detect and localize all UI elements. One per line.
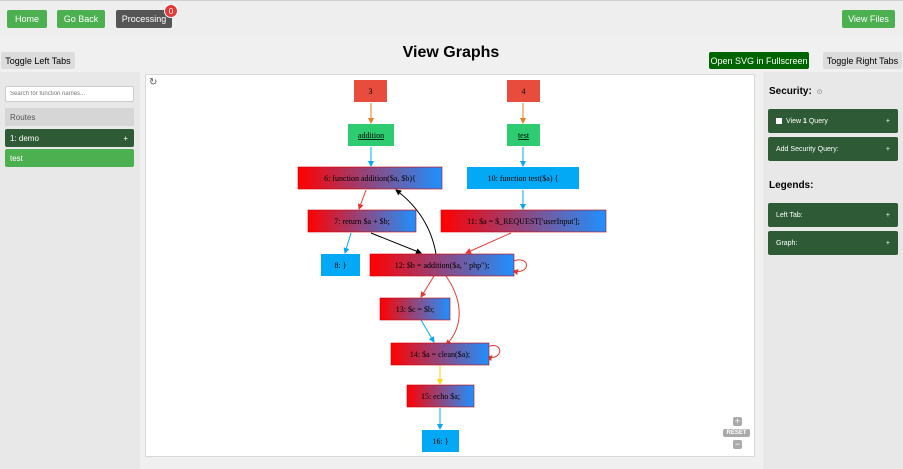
node-label: 11: $a = $_REQUEST['userInput']; [467, 217, 580, 226]
refresh-icon[interactable]: ↻ [149, 77, 158, 88]
expand-plus-icon[interactable]: + [123, 133, 128, 143]
view-query-label: View 1 Query [776, 118, 828, 125]
view-files-button[interactable]: View Files [842, 10, 895, 28]
route-item-label: 1: demo [10, 133, 39, 143]
graph-node-13[interactable]: 13: $c = $b; [379, 297, 451, 321]
graph-canvas[interactable]: ↻ [145, 74, 755, 457]
route-item-demo[interactable]: 1: demo + [5, 129, 134, 147]
graph-node-16[interactable]: 16: } [422, 430, 459, 452]
home-button[interactable]: Home [7, 10, 47, 28]
zoom-reset-button[interactable]: RESET [723, 429, 750, 437]
go-back-button[interactable]: Go Back [57, 10, 105, 28]
toggle-right-tabs-button[interactable]: Toggle Right Tabs [823, 52, 902, 69]
graph-node-6[interactable]: 6: function addition($a, $b){ [297, 166, 443, 190]
left-panel: Routes 1: demo + test [0, 72, 140, 469]
graph-node-4[interactable]: 4 [507, 80, 540, 102]
processing-button[interactable]: Processing 0 [116, 4, 178, 28]
legend-graph-label: Graph: [776, 239, 798, 247]
expand-plus-icon[interactable]: + [885, 211, 890, 219]
edge [343, 232, 352, 254]
security-title: Security: ⊙ [769, 86, 822, 97]
edge [486, 345, 501, 362]
legends-title: Legends: [769, 180, 814, 191]
expand-plus-icon[interactable]: + [885, 239, 890, 247]
graph-node-test[interactable]: test [507, 124, 540, 146]
node-label: 10: function test($a) { [488, 174, 559, 183]
legend-left-tab-label: Left Tab: [776, 211, 803, 219]
graph-edges [343, 103, 527, 430]
edge [395, 189, 437, 255]
processing-count-badge: 0 [164, 4, 178, 18]
node-label: 3 [369, 87, 373, 96]
top-bar: Home Go Back Processing 0 View Files [0, 0, 903, 36]
add-security-query-label: Add Security Query: [776, 145, 839, 153]
edge [370, 232, 422, 254]
node-label: test [518, 131, 530, 140]
edge [420, 275, 435, 298]
edge [512, 259, 527, 276]
page-title: View Graphs [402, 44, 500, 61]
graph-node-11[interactable]: 11: $a = $_REQUEST['userInput']; [440, 209, 607, 233]
node-label: 6: function addition($a, $b){ [324, 174, 416, 183]
graph-node-7[interactable]: 7: return $a + $b; [307, 209, 417, 233]
view-query-item[interactable]: View 1 Query + [768, 109, 898, 133]
open-svg-fullscreen-button[interactable]: Open SVG in Fullscreen [709, 52, 809, 69]
node-label: 14: $a = clean($a); [410, 350, 470, 359]
node-label: 15: echo $a; [421, 392, 460, 401]
checkbox-icon[interactable] [776, 117, 782, 124]
node-label: 8: } [334, 261, 346, 270]
edge [445, 275, 460, 346]
route-item-test[interactable]: test [5, 149, 134, 167]
edge [420, 319, 435, 343]
processing-label: Processing [121, 14, 167, 24]
node-label: 12: $b = addition($a, " php"); [395, 261, 490, 270]
view-text: View [786, 117, 803, 125]
node-label: 4 [522, 87, 526, 96]
graph-node-10[interactable]: 10: function test($a) { [467, 167, 579, 189]
graph-node-8[interactable]: 8: } [321, 254, 360, 276]
zoom-in-button[interactable]: + [733, 416, 742, 426]
graph-node-addition[interactable]: addition [348, 124, 394, 146]
query-count: 1 [803, 117, 807, 125]
security-title-text: Security: [769, 86, 812, 97]
expand-plus-icon[interactable]: + [885, 117, 890, 125]
legend-left-tab-item[interactable]: Left Tab: + [768, 203, 898, 227]
graph-svg: 3 4 addition test 6: function addition($… [297, 80, 607, 452]
graph-node-12[interactable]: 12: $b = addition($a, " php"); [369, 253, 515, 277]
graph-node-3[interactable]: 3 [354, 80, 387, 102]
query-text: Query [806, 117, 828, 125]
node-label: addition [358, 131, 384, 140]
info-icon[interactable]: ⊙ [816, 89, 823, 96]
function-search-input[interactable] [5, 86, 134, 102]
zoom-out-button[interactable]: − [733, 439, 742, 449]
expand-plus-icon[interactable]: + [885, 145, 890, 153]
add-security-query-item[interactable]: Add Security Query: + [768, 137, 898, 161]
edge [357, 189, 367, 210]
node-label: 13: $c = $b; [396, 305, 435, 314]
node-label: 7: return $a + $b; [334, 217, 390, 226]
graph-node-15[interactable]: 15: echo $a; [406, 384, 475, 408]
route-item-label: test [10, 153, 23, 163]
edge [465, 232, 512, 254]
right-panel: Security: ⊙ View 1 Query + Add Security … [763, 72, 903, 469]
routes-header[interactable]: Routes [5, 108, 134, 126]
toggle-left-tabs-button[interactable]: Toggle Left Tabs [1, 52, 75, 69]
legend-graph-item[interactable]: Graph: + [768, 231, 898, 255]
graph-node-14[interactable]: 14: $a = clean($a); [390, 342, 490, 366]
node-label: 16: } [432, 437, 448, 446]
